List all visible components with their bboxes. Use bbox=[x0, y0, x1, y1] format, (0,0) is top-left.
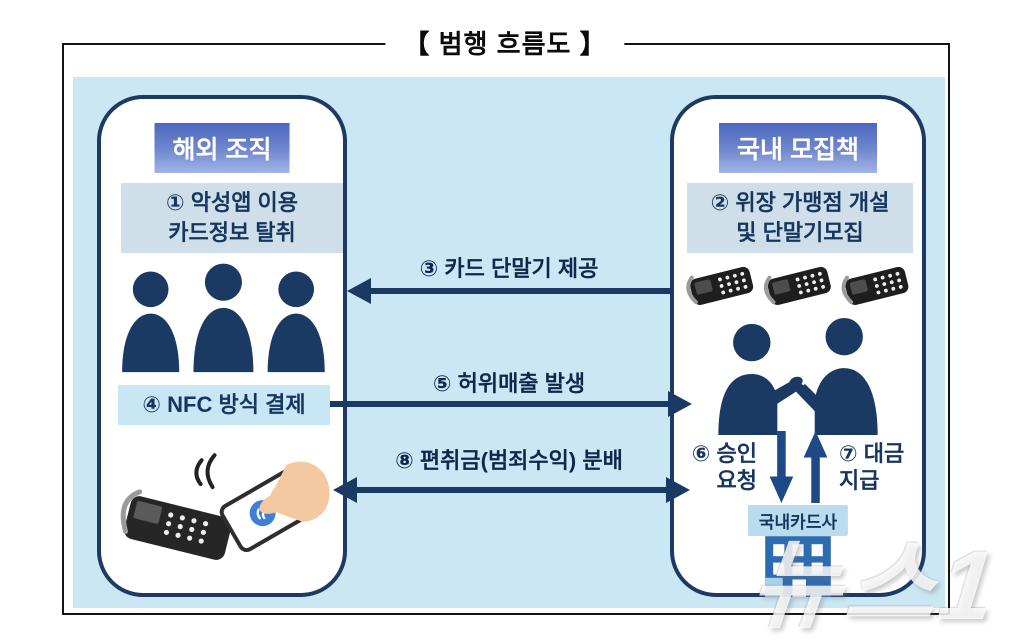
overseas-organization-box: 해외 조직 ① 악성앱 이용 카드정보 탈취 ④ NF bbox=[97, 95, 347, 597]
overseas-organization-header: 해외 조직 bbox=[154, 123, 290, 173]
approval-payment-row: ⑥ 승인 요청 ⑦ 대금 지급 bbox=[678, 429, 918, 505]
step2-line1: ② 위장 가맹점 개설 bbox=[710, 190, 890, 215]
step7-line2: 지급 bbox=[839, 468, 880, 493]
step1-label: ① 악성앱 이용 카드정보 탈취 bbox=[121, 183, 343, 253]
down-up-arrows-icon bbox=[769, 431, 828, 503]
two-people-talking-icon bbox=[718, 317, 878, 435]
pos-terminals-icon bbox=[686, 266, 909, 305]
page-title: 【 범행 흐름도 】 bbox=[385, 24, 625, 61]
three-person-silhouettes-icon bbox=[122, 263, 325, 373]
domestic-recruiter-box: 국내 모집책 ② 위장 가맹점 개설 및 단말기모집 bbox=[670, 95, 926, 597]
step6-line1: ⑥ 승인 bbox=[691, 441, 757, 466]
news1-watermark-logo: 뉴스1 bbox=[745, 530, 1004, 640]
step3-label: ③ 카드 단말기 제공 bbox=[419, 256, 599, 281]
step6-line2: 요청 bbox=[716, 468, 757, 493]
step8-label: ⑧ 편취금(범죄수익) 분배 bbox=[395, 448, 623, 473]
step6-label: ⑥ 승인 요청 bbox=[692, 440, 757, 494]
step4-label: ④ NFC 방식 결제 bbox=[118, 385, 330, 425]
card-company-label: 국내카드사 bbox=[747, 505, 849, 536]
step1-line2: 카드정보 탈취 bbox=[168, 220, 296, 245]
card-company-building-icon bbox=[765, 536, 831, 597]
step7-label: ⑦ 대금 지급 bbox=[839, 440, 904, 494]
step2-line2: 및 단말기모집 bbox=[736, 220, 864, 245]
step2-label: ② 위장 가맹점 개설 및 단말기모집 bbox=[687, 183, 913, 253]
step5-label: ⑤ 허위매출 발생 bbox=[432, 371, 586, 396]
step7-line1: ⑦ 대금 bbox=[839, 441, 905, 466]
nfc-payment-icon bbox=[120, 453, 330, 560]
domestic-recruiter-header: 국내 모집책 bbox=[719, 123, 877, 173]
step1-line1: ① 악성앱 이용 bbox=[165, 190, 299, 215]
